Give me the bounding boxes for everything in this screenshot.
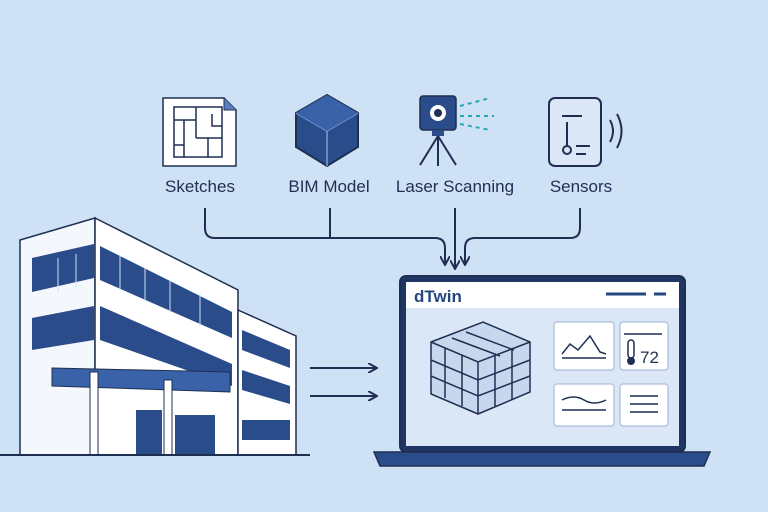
input-label-laser-scanning: Laser Scanning <box>395 177 515 196</box>
input-label-sketches: Sketches <box>165 177 235 196</box>
input-label-sensors: Sensors <box>549 177 613 196</box>
sketch-document-icon <box>162 97 237 167</box>
laser-scanner-icon <box>419 95 494 166</box>
bim-cube-icon <box>295 93 359 168</box>
temperature-reading: 72 <box>640 348 659 367</box>
list-card <box>619 383 669 427</box>
trend-chart-card <box>553 321 615 371</box>
sensor-icon <box>548 97 623 167</box>
wave-chart-card <box>553 383 615 427</box>
temperature-card <box>619 321 669 371</box>
thermometer-icon <box>627 339 635 365</box>
office-building <box>0 216 310 456</box>
digital-twin-model-icon <box>430 321 531 415</box>
app-title: dTwin <box>414 287 462 306</box>
input-label-bim-model: BIM Model <box>288 177 370 196</box>
input-connectors <box>204 208 581 268</box>
laptop-base <box>372 451 712 467</box>
building-data-arrows <box>310 368 376 396</box>
